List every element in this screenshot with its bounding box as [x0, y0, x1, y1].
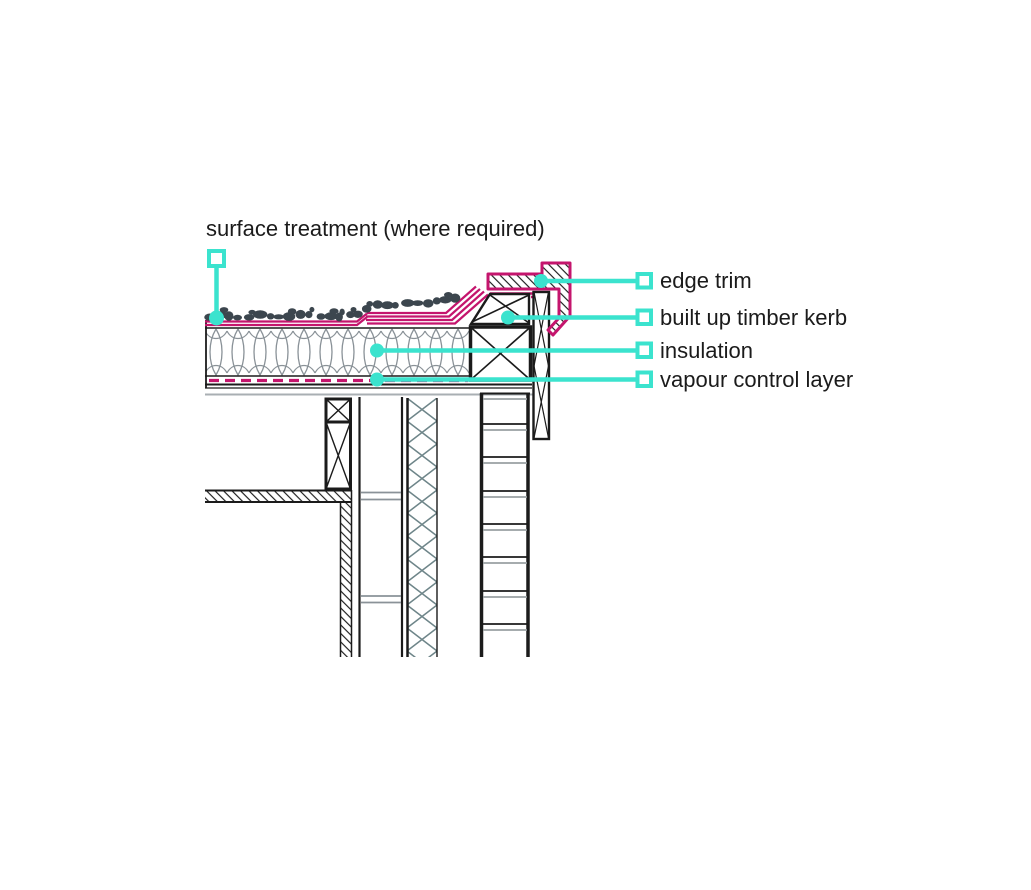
- callout-built-up-timber-kerb: built up timber kerb: [660, 304, 848, 330]
- leader-vapour-control-layer: [370, 370, 653, 388]
- leader-insulation: [370, 341, 653, 359]
- masonry-leaf-column: [479, 392, 530, 657]
- callout-insulation: insulation: [660, 337, 753, 363]
- fascia-timber: [532, 290, 551, 441]
- service-cavity-board: [358, 397, 404, 657]
- leader-edge-trim: [534, 272, 653, 290]
- callout-vapour-control-layer: vapour control layer: [660, 366, 854, 392]
- ceiling-slab-hatched: [205, 489, 352, 503]
- gravel-surface-treatment: [204, 292, 461, 322]
- built-up-timber-kerb-box: [468, 292, 533, 382]
- leader-surface-treatment: [207, 249, 226, 326]
- wall-stud-column: [324, 397, 352, 491]
- leader-built-up-timber-kerb: [501, 308, 653, 326]
- leader-lines: [207, 249, 653, 388]
- wall-insulation-lattice: [406, 398, 438, 657]
- callout-edge-trim: edge trim: [660, 268, 752, 293]
- wall-lining-strip-hatched: [339, 490, 353, 657]
- title-surface-treatment: surface treatment (where required): [206, 216, 545, 241]
